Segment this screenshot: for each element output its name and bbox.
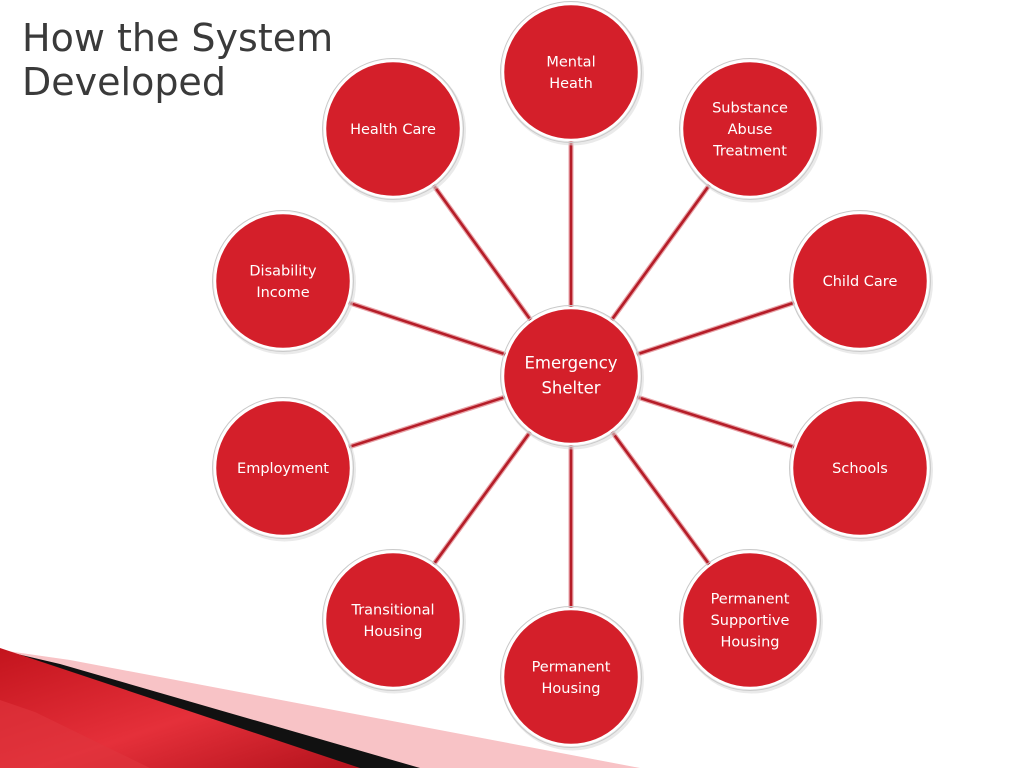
- node-schools-label: Schools: [832, 461, 888, 477]
- node-substance-abuse-treatment-label: Treatment: [712, 144, 787, 160]
- red-swoosh-highlight: [0, 700, 150, 768]
- node-permanent-housing-label: Housing: [542, 681, 601, 697]
- node-disability-income-label: Disability: [249, 263, 317, 279]
- node-substance-abuse-treatment-circle: [680, 59, 820, 199]
- node-transitional-housing-circle-outline: [322, 549, 464, 691]
- connector-employment: [347, 395, 507, 449]
- node-transitional-housing-circle: [323, 550, 463, 690]
- node-disability-income-circle: [213, 211, 353, 351]
- node-permanent-supportive-housing-label: Housing: [721, 635, 780, 651]
- node-permanent-supportive-housing-circle: [680, 550, 820, 690]
- node-child-care-label: Child Care: [823, 274, 898, 290]
- red-swoosh: [0, 648, 360, 768]
- node-health-care-circle: [323, 59, 463, 199]
- connector-transitional-housing: [432, 430, 532, 566]
- node-employment-circle-outline: [212, 397, 354, 539]
- connector-disability-income: [347, 301, 507, 356]
- node-schools: Schools: [789, 397, 933, 542]
- node-mental-health-circle: [501, 2, 641, 142]
- connector-child-care: [635, 301, 796, 356]
- node-schools-circle: [790, 398, 930, 538]
- node-permanent-housing-circle-outline: [500, 606, 642, 748]
- node-substance-abuse-treatment-label: Abuse: [728, 122, 773, 138]
- node-substance-abuse-treatment-circle-outline: [679, 58, 821, 200]
- center-node-circle: [501, 306, 641, 446]
- node-transitional-housing-label: Housing: [364, 624, 423, 640]
- node-mental-health-label: Mental: [546, 54, 595, 70]
- node-child-care: Child Care: [789, 210, 933, 355]
- node-permanent-supportive-housing-label: Supportive: [711, 613, 790, 629]
- slide-title: How the System Developed: [22, 16, 334, 104]
- connector-permanent-supportive-housing: [610, 430, 711, 566]
- node-permanent-supportive-housing-circle-outline: [679, 549, 821, 691]
- node-employment-circle: [213, 398, 353, 538]
- node-disability-income-circle-outline: [212, 210, 354, 352]
- connector-health-care: [431, 183, 533, 322]
- node-employment-label: Employment: [237, 461, 329, 477]
- node-mental-health-circle-outline: [500, 1, 642, 143]
- center-node-label: Shelter: [541, 379, 600, 398]
- node-permanent-housing-label: Permanent: [532, 659, 611, 675]
- node-child-care-circle-outline: [789, 210, 931, 352]
- node-transitional-housing-label: Transitional: [350, 602, 434, 618]
- node-health-care-circle-outline: [322, 58, 464, 200]
- center-node-label: Emergency: [524, 354, 617, 373]
- node-employment: Employment: [212, 397, 356, 542]
- node-health-care-label: Health Care: [350, 122, 436, 138]
- node-schools-circle-outline: [789, 397, 931, 539]
- node-child-care-circle: [790, 211, 930, 351]
- connector-schools: [635, 395, 796, 449]
- node-mental-health-label: Heath: [549, 76, 593, 92]
- node-substance-abuse-treatment-label: Substance: [712, 101, 788, 117]
- connector-lines: [346, 140, 797, 609]
- node-health-care: Health Care: [322, 58, 466, 203]
- outer-nodes: MentalHeathSubstanceAbuseTreatmentChild …: [212, 1, 933, 751]
- node-permanent-supportive-housing-label: Permanent: [711, 592, 790, 608]
- node-permanent-housing-circle: [501, 607, 641, 747]
- connector-substance-abuse-treatment: [609, 183, 712, 322]
- node-disability-income-label: Income: [256, 285, 309, 301]
- center-node-circle-outline: [500, 305, 642, 447]
